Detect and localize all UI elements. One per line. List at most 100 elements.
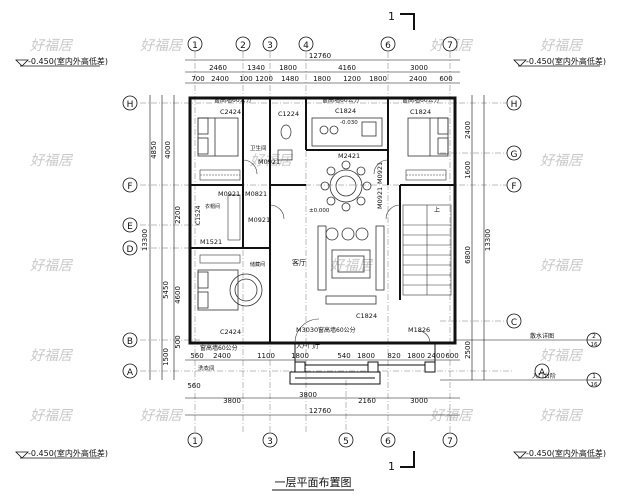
wardrobe xyxy=(199,169,447,264)
axis-label-col: 6 xyxy=(385,437,391,447)
axis-label-col: 7 xyxy=(447,41,453,51)
watermark: 好福居 xyxy=(30,258,74,274)
section-mark-bottom xyxy=(400,451,415,468)
room-label-storage: 储藏间 xyxy=(250,261,265,268)
dimension-text: 500 xyxy=(174,335,182,348)
level-note-tr: -0.450(室内外高低差) xyxy=(513,56,606,67)
axis-label-row: H xyxy=(511,100,518,110)
dimension-text: 1800 xyxy=(279,64,297,72)
axis-label-row: F xyxy=(127,182,132,192)
dimension-text: 4160 xyxy=(338,64,356,72)
dimension-text: 1200 xyxy=(343,75,361,83)
staircase xyxy=(402,204,452,296)
level-note-text: -0.450(室内外高低差) xyxy=(526,448,606,458)
room-label-closet: 衣帽间 xyxy=(205,203,220,210)
window-label-c1824: C1824 xyxy=(356,312,377,320)
dimension-text: 540 xyxy=(337,352,350,360)
watermark: 好福居 xyxy=(30,38,74,54)
dimension-text: 4000 xyxy=(164,141,172,159)
door-label-m3030: M3030 xyxy=(296,326,318,334)
watermark: 好福居 xyxy=(540,38,584,54)
window-label-c1824-bedroom: C1824 xyxy=(410,108,431,116)
room-label-bathroom: 卫生间 xyxy=(250,144,267,152)
axis-label-col: 3 xyxy=(267,437,273,447)
detail-callout-b: 入口台阶 1 16 xyxy=(440,372,602,388)
dimension-text: 1100 xyxy=(257,352,275,360)
axis-label-row: H xyxy=(127,100,134,110)
dimension-text: 700 xyxy=(191,75,204,83)
dimension-text: 1800 xyxy=(291,352,309,360)
dimension-text: 2400 xyxy=(213,352,231,360)
dimension-text: 600 xyxy=(439,75,452,83)
dimension-text: 2500 xyxy=(464,341,472,359)
wall-note-text: 窗高墙60公分 xyxy=(214,96,252,104)
window-label-c2424-sw: C2424 xyxy=(220,328,241,336)
section-mark-top-label: 1 xyxy=(388,10,395,23)
door-swings xyxy=(242,159,431,344)
axis-bubbles-left xyxy=(122,95,138,379)
door-label-m0821: M0821 xyxy=(245,190,267,198)
detail-callout-a: 散水详图 2 16 xyxy=(455,332,602,348)
axis-bubbles-top xyxy=(187,36,458,52)
axis-label-row: F xyxy=(511,182,516,192)
kitchen-level-text: -0.030 xyxy=(340,120,358,126)
dimension-text: 2400 xyxy=(464,121,472,139)
window-label-c1824-kitchen: C1824 xyxy=(335,107,356,115)
watermark: 好福居 xyxy=(540,258,584,274)
watermark: 好福居 xyxy=(140,38,184,54)
axis-bubbles-right xyxy=(506,95,550,379)
axis-label-col: 2 xyxy=(240,41,246,51)
dimension-text: 1200 xyxy=(255,75,273,83)
wall-note-text: 窗高墙60公分 xyxy=(322,96,360,104)
stair-up-label: 上 xyxy=(434,206,440,214)
dimension-text: 12760 xyxy=(309,52,331,60)
door-label-m2421: M2421 xyxy=(338,152,360,160)
door-label-m0921: M0921 xyxy=(376,162,384,184)
dimension-text: 3000 xyxy=(410,397,428,405)
watermark: 好福居 xyxy=(30,348,74,364)
watermark: 好福居 xyxy=(140,408,184,424)
axis-label-col: 4 xyxy=(303,41,309,51)
dimension-text: 13300 xyxy=(141,229,149,251)
watermark: 好福居 xyxy=(540,348,584,364)
dimension-text: 1600 xyxy=(464,161,472,179)
bed xyxy=(407,117,449,157)
level-note-text: -0.450(室内外高低差) xyxy=(526,56,606,66)
section-mark-bottom-label: 1 xyxy=(388,460,395,473)
door-label-m0921: M0921 xyxy=(376,187,384,209)
dimension-lines-top xyxy=(185,59,460,84)
watermark: 好福居 xyxy=(30,153,74,169)
axis-label-row: A xyxy=(539,368,546,378)
dimension-text: 2200 xyxy=(174,206,182,224)
axis-label-col: 6 xyxy=(385,41,391,51)
kitchen-counter xyxy=(311,117,383,147)
dimension-lines-right xyxy=(471,95,485,380)
dimension-text: 3000 xyxy=(410,64,428,72)
axis-label-row: D xyxy=(127,245,134,255)
watermark: 好福居 xyxy=(250,153,294,169)
window-label-c2424: C2424 xyxy=(220,108,241,116)
dimension-text: 560 xyxy=(187,382,200,390)
callout-label: 入口台阶 xyxy=(532,372,556,380)
floor-level-text: ±0.000 xyxy=(309,208,330,214)
axis-label-col: 7 xyxy=(447,437,453,447)
axis-label-row: A xyxy=(127,368,134,378)
dimension-lines-left xyxy=(149,95,175,380)
dimension-text: 1500 xyxy=(162,348,170,366)
dimension-text: 1800 xyxy=(369,75,387,83)
door-label-m0921: M0921 xyxy=(218,190,240,198)
dimension-text: 2160 xyxy=(358,397,376,405)
interior-walls xyxy=(190,98,455,343)
dimension-text: 600 xyxy=(445,352,458,360)
dimension-text: 4600 xyxy=(174,286,182,304)
dimension-text: 13300 xyxy=(484,229,492,251)
dimension-text: 1480 xyxy=(281,75,299,83)
dimension-text: 3800 xyxy=(299,391,317,399)
watermark-layer: 好福居 好福居 好福居 好福居 好福居 好福居 好福居 好福居 好福居 好福居 … xyxy=(30,38,584,424)
callout-number: 2 xyxy=(592,333,596,340)
entrance-porch xyxy=(289,342,436,385)
dimension-text: 2400 xyxy=(211,75,229,83)
level-note-text: -0.450(室内外高低差) xyxy=(28,56,108,66)
